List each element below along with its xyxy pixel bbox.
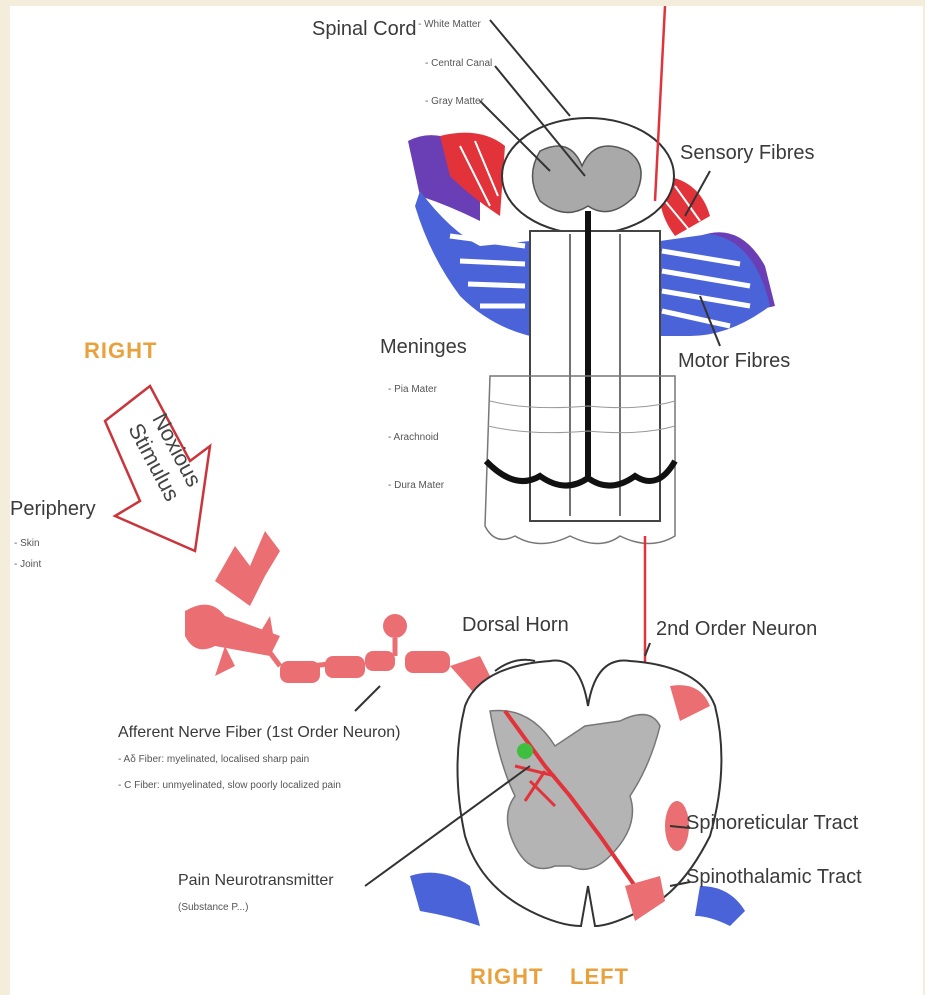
sensory-fibres-label: Sensory Fibres [680,142,815,165]
substance-label: (Substance P...) [178,902,248,913]
motor-fibres-label: Motor Fibres [678,350,790,373]
lower-right-blue-root [695,886,745,926]
left-bottom-label: LEFT [570,964,629,990]
pia-mater-label: - Pia Mater [388,384,437,395]
afferent-fiber-label: Afferent Nerve Fiber (1st Order Neuron) [118,724,400,742]
spinothalamic-label: Spinothalamic Tract [686,866,862,889]
pain-neurotransmitter-label: Pain Neurotransmitter [178,872,334,890]
central-canal-label: - Central Canal [425,58,492,69]
afferent-neuron [185,531,505,711]
lower-left-blue-root [410,873,480,926]
a-fiber-label: - Aδ Fiber: myelinated, localised sharp … [118,754,309,765]
meninges-label: Meninges [380,336,467,359]
right-bottom-label: RIGHT [470,964,543,990]
diagram-canvas: Spinal Cord - White Matter - Central Can… [10,6,923,995]
dorsal-horn-label: Dorsal Horn [462,614,569,637]
white-matter-label: - White Matter [418,19,481,30]
arachnoid-label: - Arachnoid [388,432,439,443]
dura-mater-label: - Dura Mater [388,480,444,491]
skin-label: - Skin [14,538,40,549]
second-order-neuron-label: 2nd Order Neuron [656,618,817,641]
joint-label: - Joint [14,559,41,570]
spinoreticular-label: Spinoreticular Tract [686,812,858,835]
gray-matter-label: - Gray Matter [425,96,484,107]
right-top-label: RIGHT [84,338,157,364]
spinal-cord-label: Spinal Cord [312,18,417,41]
c-fiber-label: - C Fiber: unmyelinated, slow poorly loc… [118,780,341,791]
neurotransmitter-dot [517,743,533,759]
periphery-label: Periphery [10,498,96,521]
